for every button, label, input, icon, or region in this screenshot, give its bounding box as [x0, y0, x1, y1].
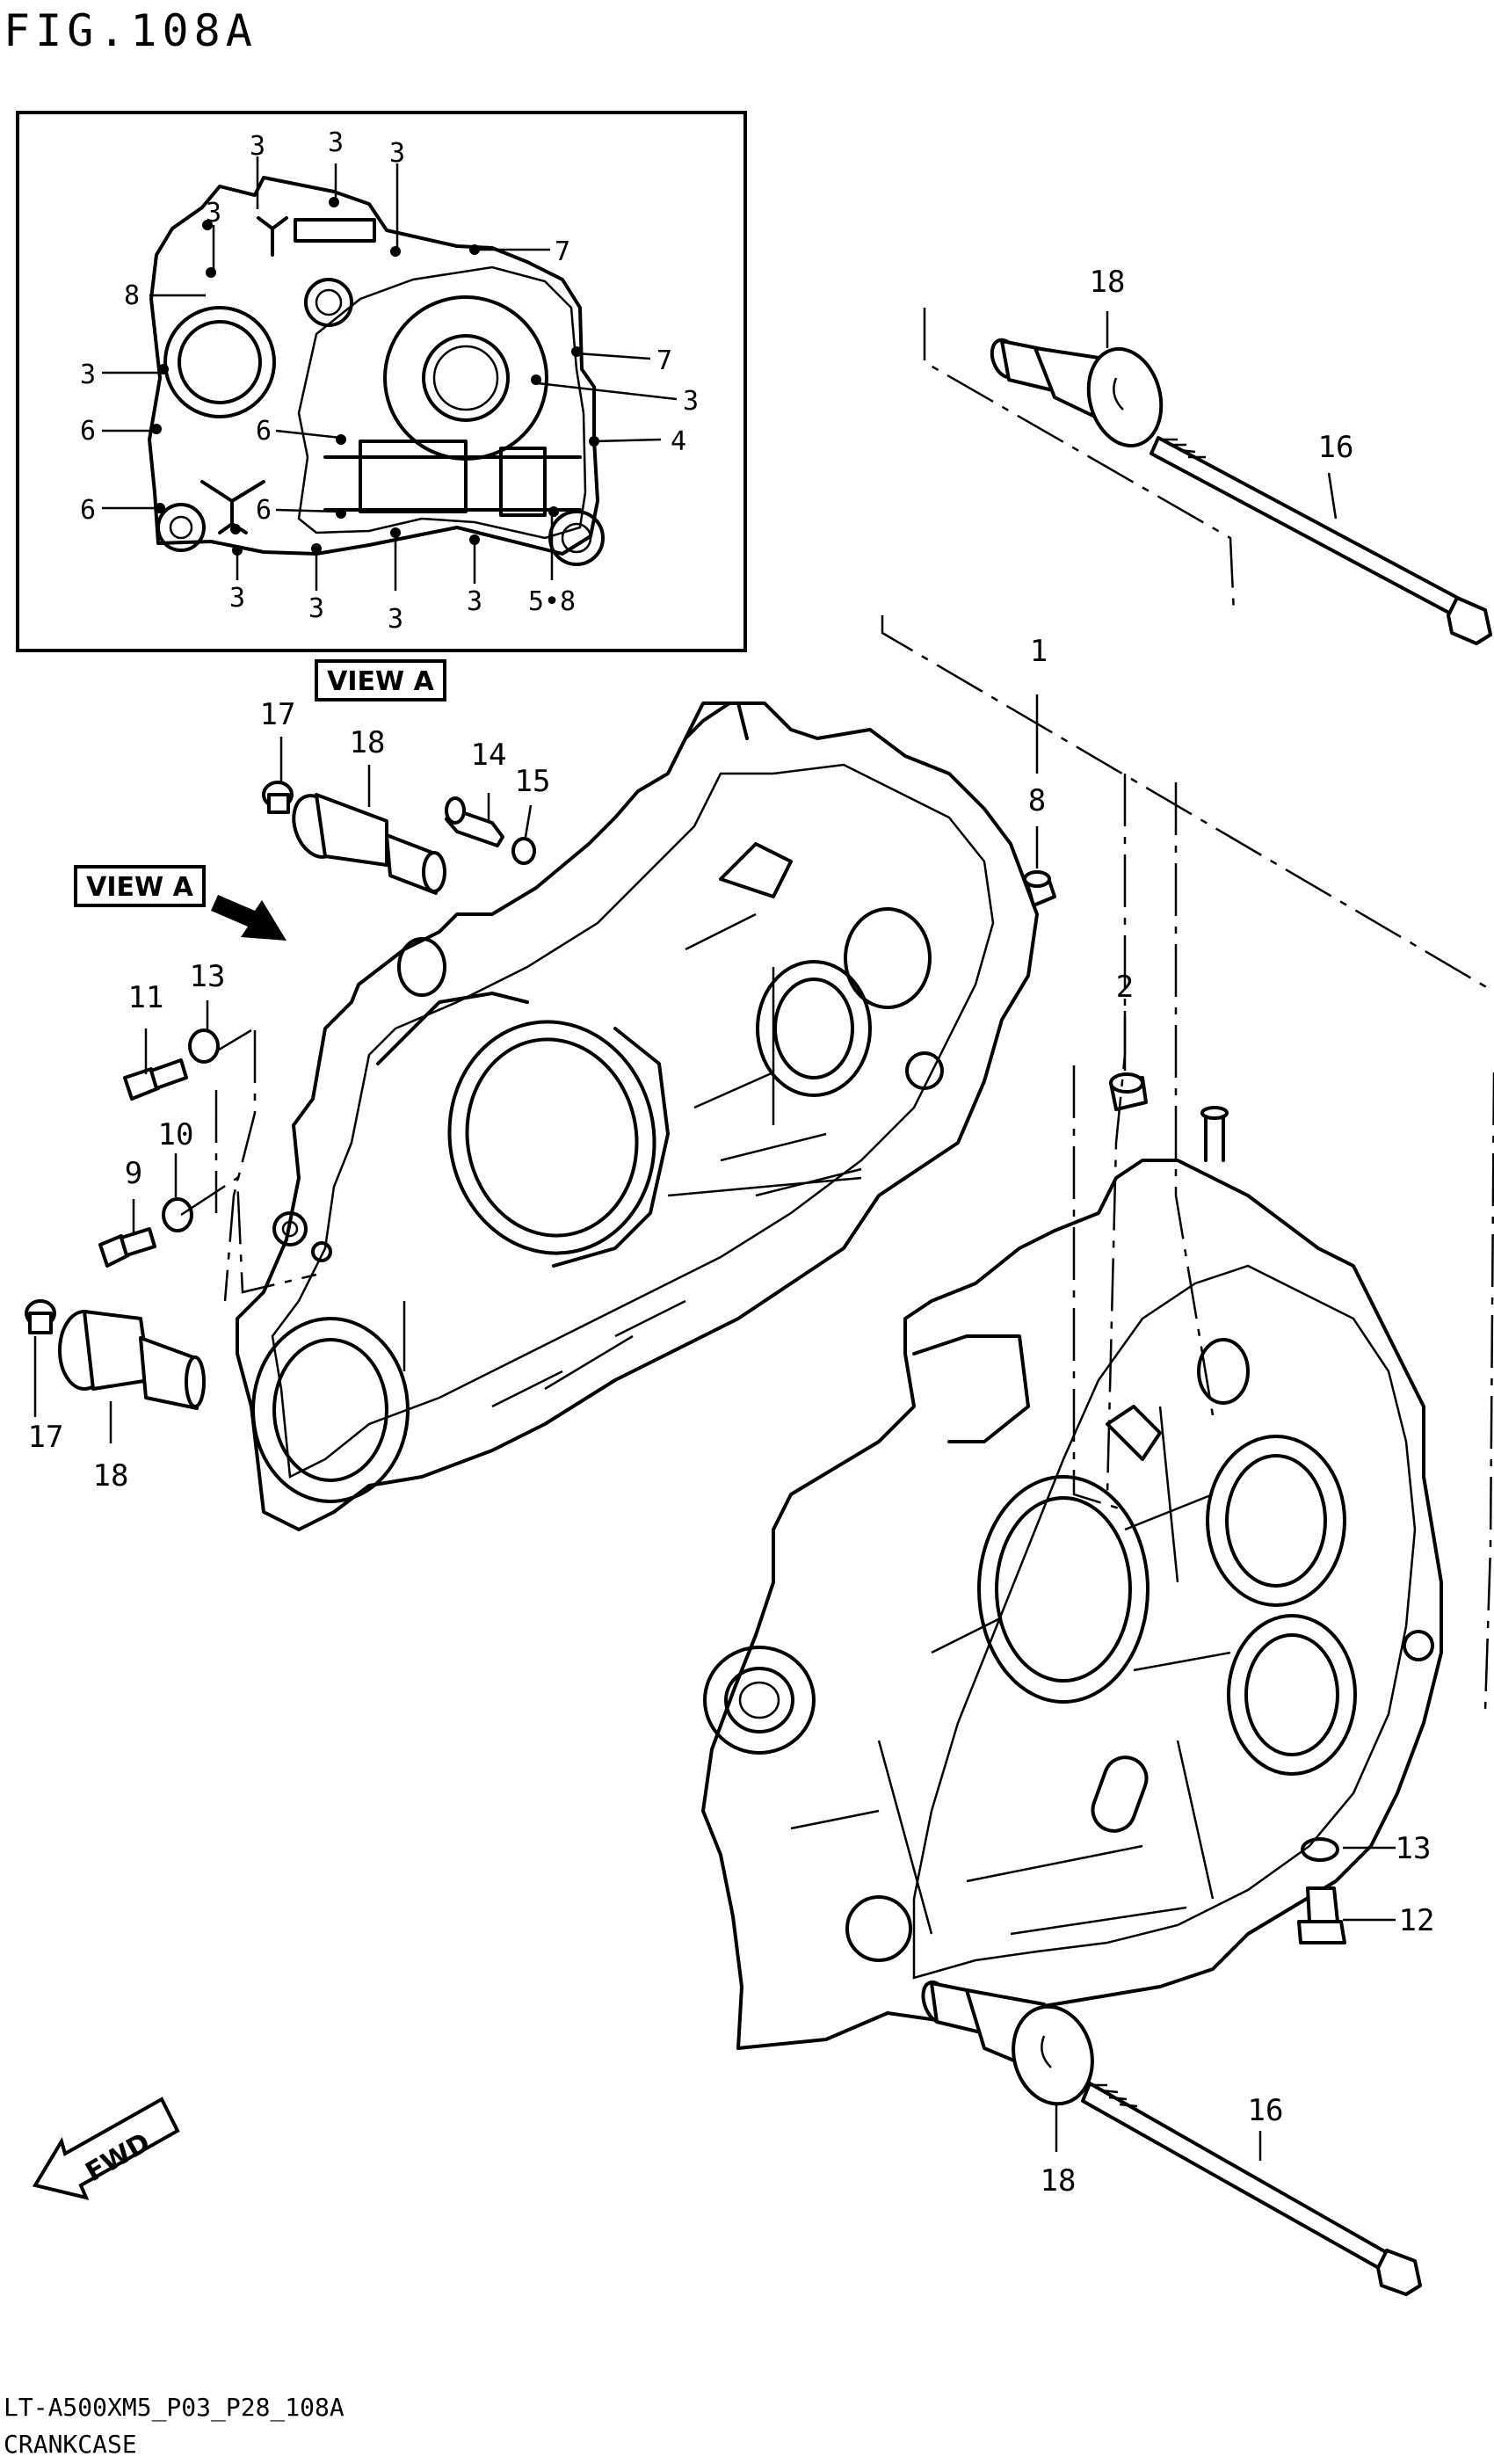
- inset-label: 7: [555, 236, 570, 267]
- callout-label: 13: [190, 959, 226, 994]
- inset-label: 3: [467, 586, 482, 617]
- bearing-sleeve-18-upper-right: [990, 338, 1164, 448]
- inset-label: 6: [80, 495, 96, 526]
- view-direction-arrow: [211, 895, 286, 941]
- dowel-pin-2: [1109, 1072, 1148, 1111]
- figure-name: CRANKCASE: [4, 2430, 137, 2459]
- figure-title: FIG.108A: [4, 5, 257, 56]
- callout-label: 9: [125, 1156, 142, 1191]
- inset-label: 6: [256, 416, 272, 447]
- callout-label: 15: [515, 764, 551, 799]
- view-a-tag-side: VIEW A: [74, 865, 206, 907]
- callout-label: 14: [471, 738, 507, 773]
- inset-label: 8: [124, 280, 140, 311]
- callout-label: 12: [1399, 1903, 1435, 1938]
- bearing-sleeve-18-lower-right: [921, 1980, 1094, 2106]
- washer-10: [162, 1197, 193, 1232]
- callout-label: 18: [93, 1458, 129, 1494]
- left-crankcase-half: [236, 701, 1039, 1531]
- svg-text:VIEW A: VIEW A: [327, 666, 434, 697]
- bolt-11: [123, 1058, 188, 1101]
- fwd-arrow: FWD: [32, 2097, 180, 2200]
- inset-label: 7: [656, 345, 672, 376]
- o-ring-15: [511, 837, 536, 865]
- callout-label: 18: [1041, 2163, 1077, 2199]
- inset-label: 5•8: [528, 586, 576, 617]
- crankcase-bolt-16-upper: [1150, 436, 1492, 645]
- callout-label: 18: [350, 725, 386, 760]
- callout-label: 17: [28, 1420, 64, 1455]
- callout-label: 16: [1318, 430, 1354, 465]
- oil-jet-14: [445, 796, 504, 847]
- callout-label: 2: [1116, 970, 1134, 1005]
- bearing-sleeve-18-top: [292, 793, 446, 895]
- callout-label: 16: [1248, 2093, 1284, 2128]
- callout-label: 17: [260, 697, 296, 732]
- inset-label: 4: [671, 426, 686, 457]
- inset-label: 3: [388, 604, 403, 635]
- bearing-sleeve-18-side: [58, 1310, 206, 1410]
- inset-label: 3: [328, 127, 344, 158]
- inset-label: 3: [389, 138, 405, 169]
- svg-text:VIEW A: VIEW A: [86, 872, 193, 903]
- callout-label: 8: [1028, 783, 1046, 818]
- plug-17-side: [25, 1299, 56, 1334]
- right-crankcase-half: [701, 1106, 1443, 2050]
- washer-13-right: [1301, 1837, 1339, 1862]
- inset-label: 3: [683, 386, 699, 417]
- bolt-9: [98, 1227, 156, 1268]
- inset-label: 3: [308, 593, 324, 624]
- inset-label: 3: [229, 583, 245, 614]
- inset-label: 6: [256, 495, 272, 526]
- callout-label: 18: [1090, 265, 1126, 300]
- inset-label: 6: [80, 416, 96, 447]
- part-code: LT-A500XM5_P03_P28_108A: [4, 2393, 344, 2422]
- callout-label: 1: [1030, 634, 1048, 669]
- callout-label: 10: [158, 1117, 194, 1152]
- washer-13-left: [188, 1028, 220, 1064]
- dowel-pin-8: [1023, 870, 1056, 907]
- view-a-tag-top: VIEW A: [315, 659, 446, 701]
- inset-label: 3: [250, 131, 265, 162]
- bolt-12: [1297, 1886, 1346, 1944]
- crankcase-bolt-16-lower: [1081, 2082, 1422, 2296]
- callout-label: 13: [1396, 1831, 1432, 1866]
- inset-label: 3: [206, 198, 221, 229]
- inset-label: 3: [80, 360, 96, 390]
- callout-label: 11: [128, 980, 164, 1015]
- plug-17-top: [262, 781, 294, 814]
- view-a-inset: 3 3 3 3 8 3 6 6 6 6 7 7 3 4 3 3 3 3 5•8: [16, 111, 747, 652]
